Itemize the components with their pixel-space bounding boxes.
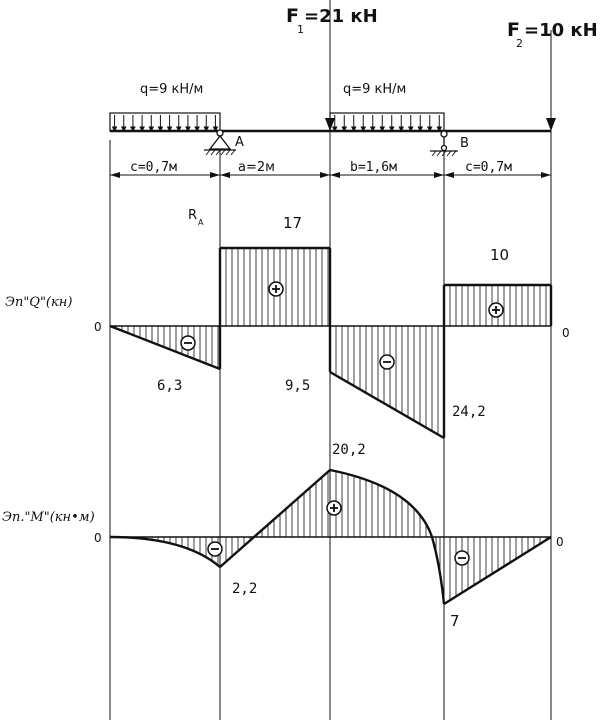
f1-subscript: 1	[297, 23, 304, 36]
shear-value-9-5: 9,5	[285, 378, 310, 394]
load-arrow-head	[130, 126, 136, 133]
shear-sign-plus-2	[488, 302, 504, 318]
shear-value-10: 10	[490, 246, 509, 264]
moment-segment-4	[443, 535, 552, 606]
dim-c-left: c=0,7м	[130, 160, 177, 175]
moment-curve-1	[109, 535, 221, 568]
load-arrow-head	[369, 126, 376, 133]
moment-value-7: 7	[450, 612, 460, 630]
moment-sign-minus-2	[454, 550, 470, 566]
moment-value-2-2: 2,2	[232, 581, 257, 597]
load-arrow-head	[360, 126, 367, 133]
load-label-mid: q=9 кН/м	[343, 82, 406, 97]
moment-diagram: Эп."M"(кн•м) 0 0 20,2 2,2 7	[2, 442, 564, 630]
load-arrow-head	[194, 126, 200, 133]
shear-sign-minus-1	[180, 335, 196, 351]
shear-diagram-label: Эп"Q"(кн)	[5, 295, 72, 310]
shear-value-6-3: 6,3	[157, 378, 182, 394]
reaction-subscript: A	[198, 218, 204, 227]
distributed-load-left	[109, 112, 221, 133]
load-arrow-head	[341, 126, 348, 133]
load-arrow-head	[120, 126, 127, 133]
moment-value-20-2: 20,2	[332, 442, 366, 458]
load-arrow-head	[139, 126, 145, 133]
support-b	[430, 130, 458, 157]
f1-letter: F	[286, 5, 299, 27]
moment-zero-right: 0	[556, 535, 564, 549]
shear-value-24-2: 24,2	[452, 404, 486, 420]
distributed-load-mid	[329, 112, 445, 133]
shear-value-17: 17	[283, 214, 302, 232]
load-arrow-head	[203, 126, 210, 133]
load-arrow-head	[426, 126, 433, 133]
load-arrow-head	[212, 126, 219, 133]
shear-zero-left: 0	[94, 320, 102, 334]
load-arrow-head	[417, 126, 424, 133]
load-arrow-head	[436, 126, 443, 133]
dim-a: a=2м	[238, 160, 275, 175]
f2-letter: F	[507, 19, 520, 41]
reaction-letter: R	[188, 208, 197, 223]
support-a	[204, 129, 236, 156]
load-arrow-head	[331, 126, 338, 133]
shear-sign-minus-2	[379, 354, 395, 370]
load-arrow-head	[157, 126, 164, 133]
f1-arrow-head	[325, 118, 335, 131]
load-arrow-head	[148, 126, 155, 133]
load-arrow-head	[398, 126, 405, 133]
load-arrow-head	[111, 126, 118, 133]
f2-value: =10 кН	[524, 20, 598, 41]
moment-zero-left: 0	[94, 531, 102, 545]
load-arrow-head	[407, 126, 414, 133]
f2-arrow-head	[546, 118, 556, 131]
moment-diagram-label: Эп."M"(кн•м)	[2, 510, 95, 525]
shear-segment-3	[329, 370, 445, 440]
moment-curve-3	[329, 468, 446, 605]
moment-segment-2	[219, 469, 331, 568]
shear-diagram: Эп"Q"(кн) 0 0 17 10 6,3 9,5 24,2	[5, 214, 570, 440]
shear-sign-plus-1	[268, 281, 284, 297]
shear-zero-right: 0	[562, 326, 570, 340]
load-arrow-head	[388, 126, 395, 133]
moment-sign-plus	[326, 500, 342, 516]
load-arrow-head	[166, 126, 173, 133]
f2-subscript: 2	[516, 37, 523, 50]
support-b-label: B	[460, 136, 469, 151]
dim-c-right: c=0,7м	[465, 160, 512, 175]
shear-segment-1	[109, 324, 221, 371]
load-arrow-head	[185, 126, 191, 133]
moment-sign-minus-1	[207, 541, 223, 557]
f1-value: =21 кН	[304, 6, 378, 27]
support-a-label: A	[235, 135, 244, 150]
load-arrow-head	[379, 126, 386, 133]
dim-b: b=1,6м	[350, 160, 397, 175]
load-label-left: q=9 кН/м	[140, 82, 203, 97]
dimension-line: c=0,7м a=2м b=1,6м c=0,7м	[110, 160, 551, 178]
load-arrow-head	[350, 126, 357, 133]
beam-scheme: q=9 кН/м q=9 кН/м F 1 =21 кН F 2 =10 кН	[109, 5, 598, 157]
load-arrow-head	[175, 126, 182, 133]
